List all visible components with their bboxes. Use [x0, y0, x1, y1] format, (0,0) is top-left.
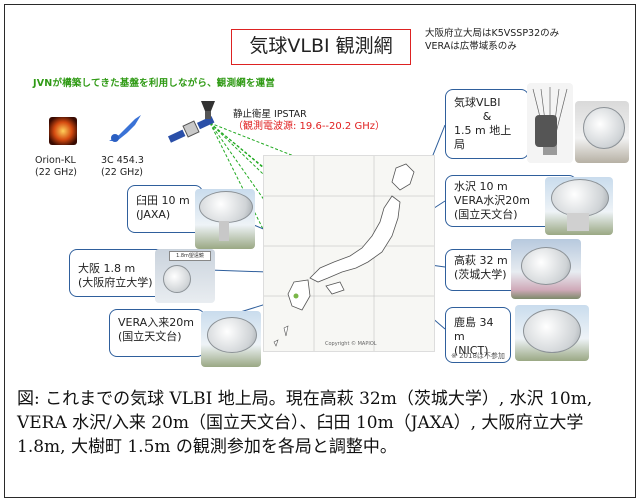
map-marker-iriki: [293, 293, 299, 299]
usuda-line2: (JAXA): [136, 208, 171, 221]
takahagi-line1: 高萩 32 m: [454, 254, 508, 267]
takahagi-photo: [511, 239, 581, 299]
osaka-photo: 1.8m望遠鏡: [155, 249, 215, 303]
quasar-3c454-image: [105, 109, 145, 145]
okinawa: [273, 325, 289, 347]
orion-kl-freq: (22 GHz): [35, 167, 78, 178]
usuda-photo: [195, 189, 255, 249]
osaka-line2: (大阪府立大学): [78, 276, 153, 289]
mizusawa-line1: 水沢 10 m: [454, 180, 508, 193]
backend-note-line2: VERAは広帯域系のみ: [425, 41, 517, 52]
japan-map: [263, 155, 435, 352]
iriki-line1: VERA入来20m: [118, 316, 194, 329]
orion-kl-name: Orion-KL: [35, 155, 76, 166]
quasar-3c454-name: 3C 454.3: [101, 155, 144, 166]
kashima-line2: (NICT): [454, 344, 489, 357]
map-copyright: Copyright © MAPIOL: [325, 341, 377, 347]
orion-kl-label: Orion-KL (22 GHz): [35, 155, 77, 179]
callout-usuda: 臼田 10 m (JAXA): [127, 185, 203, 233]
beam-line-1: [209, 122, 394, 196]
balloon-line1: 気球VLBI: [454, 96, 501, 109]
backend-note-line1: 大阪府立大局はK5VSSP32のみ: [425, 28, 560, 39]
satellite-freq: （観測電波源: 19.6--20.2 GHz）: [233, 121, 385, 132]
backend-note: 大阪府立大局はK5VSSP32のみ VERAは広帯域系のみ: [425, 27, 559, 53]
kashima-photo: [515, 305, 589, 361]
honshu: [309, 195, 401, 283]
satellite-icon: [167, 116, 215, 143]
balloon-line2: &: [482, 110, 492, 123]
balloon-gondola-icon: [201, 101, 215, 119]
iriki-line2: (国立天文台): [118, 330, 182, 343]
slide-subtitle: JVNが構築してきた基盤を利用しながら、観測網を運営: [33, 78, 275, 89]
hokkaido: [391, 163, 415, 191]
balloon-line3: 1.5 m 地上局: [454, 124, 512, 151]
mizusawa-line3: (国立天文台): [454, 208, 518, 221]
usuda-line1: 臼田 10 m: [136, 194, 190, 207]
figure-caption: 図: これまでの気球 VLBI 地上局。現在高萩 32m（茨城大学）, 水沢 1…: [17, 389, 593, 457]
kyushu: [287, 279, 311, 311]
satellite-name: 静止衛星 IPSTAR: [233, 109, 307, 120]
osaka-line1: 大阪 1.8 m: [78, 262, 136, 275]
shikoku: [325, 281, 345, 295]
slide-title: 気球VLBI 観測網: [231, 29, 411, 65]
kashima-note: ※ 2018は不参加: [451, 352, 505, 360]
callout-iriki: VERA入来20m (国立天文台): [109, 309, 205, 357]
quasar-3c454-freq: (22 GHz): [101, 167, 144, 178]
callout-kashima: 鹿島 34 m (NICT): [445, 307, 511, 363]
satellite-label: 静止衛星 IPSTAR （観測電波源: 19.6--20.2 GHz）: [233, 109, 385, 133]
takahagi-line2: (茨城大学): [454, 268, 507, 281]
kashima-line1: 鹿島 34 m: [454, 316, 494, 343]
balloon-ground-dish-photo: [575, 101, 629, 163]
callout-balloon: 気球VLBI & 1.5 m 地上局: [445, 89, 529, 159]
japan-outline: [264, 156, 434, 351]
iriki-photo: [201, 311, 261, 367]
orion-kl-image: [49, 117, 77, 145]
slide-frame: 気球VLBI 観測網 大阪府立大局はK5VSSP32のみ VERAは広帯域系のみ…: [4, 4, 636, 498]
mizusawa-line2: VERA水沢20m: [454, 194, 530, 207]
quasar-3c454-label: 3C 454.3 (22 GHz): [101, 155, 144, 179]
osaka-photo-label: 1.8m望遠鏡: [169, 251, 211, 261]
balloon-ground-antenna-photo: [535, 115, 557, 147]
mizusawa-photo: [545, 177, 613, 235]
